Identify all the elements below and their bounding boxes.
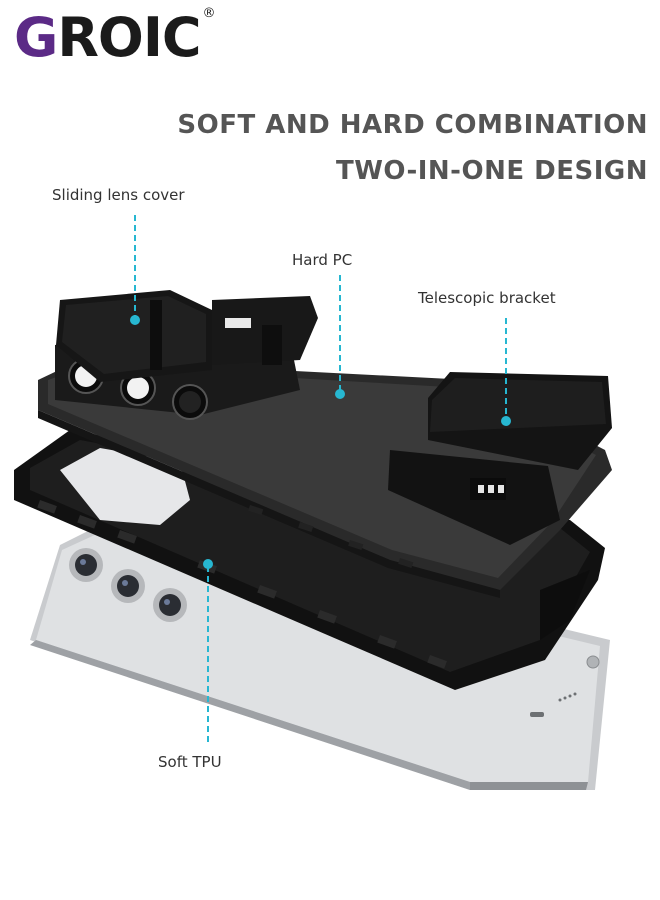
callout-leaders: [130, 215, 511, 745]
label-soft-tpu: Soft TPU: [158, 753, 222, 771]
brand-initial: G: [14, 6, 58, 69]
phone-camera-lenses: [69, 548, 187, 622]
registered-mark: ®: [202, 6, 216, 21]
brand-wordmark: GROIC: [14, 6, 202, 69]
dot-hard-pc: [335, 389, 345, 399]
sliding-lens-cover: [56, 290, 318, 382]
telescopic-bracket: [388, 372, 612, 545]
label-telescopic-bracket: Telescopic bracket: [418, 289, 556, 307]
label-hard-pc: Hard PC: [292, 251, 353, 269]
brand-logo: GROIC ®: [14, 6, 216, 69]
dot-soft-tpu: [203, 559, 213, 569]
brand-rest: ROIC: [57, 6, 201, 69]
dot-sliding-lens-cover: [130, 315, 140, 325]
dot-telescopic-bracket: [501, 416, 511, 426]
label-sliding-lens-cover: Sliding lens cover: [52, 186, 185, 204]
headline-line-1: SOFT AND HARD COMBINATION: [177, 110, 648, 140]
headline-line-2: TWO-IN-ONE DESIGN: [335, 156, 648, 186]
